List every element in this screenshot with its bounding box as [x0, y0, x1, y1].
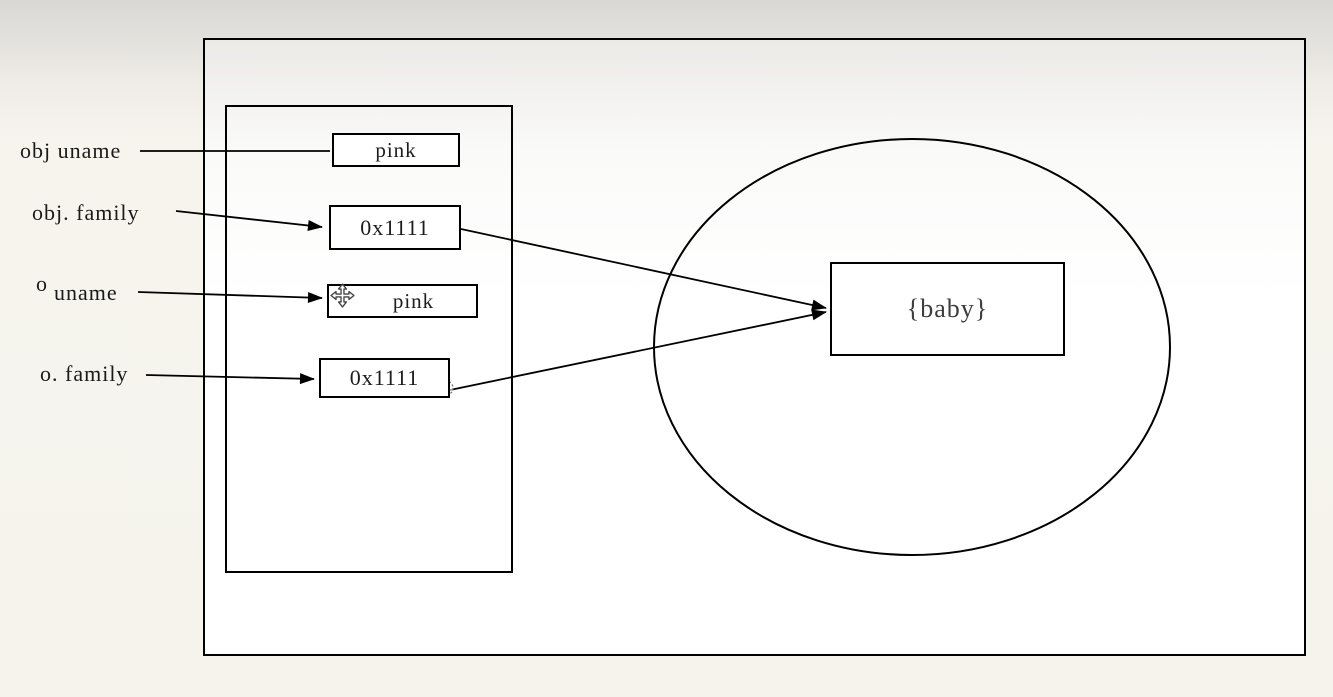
- variable-box-pink-2[interactable]: pink: [327, 284, 478, 318]
- heap-object-box: {baby}: [830, 262, 1065, 356]
- move-icon[interactable]: [330, 283, 355, 308]
- label-o-uname-prefix: o: [36, 271, 48, 296]
- stack-frame: [225, 105, 513, 573]
- variable-box-addr-1: 0x1111: [329, 205, 461, 250]
- label-obj-uname: obj uname: [20, 138, 122, 163]
- label-obj-family: obj. family: [32, 200, 140, 225]
- variable-box-addr-2: 0x1111: [319, 358, 450, 398]
- label-o-family: o. family: [40, 361, 129, 386]
- label-o-uname-text: uname: [54, 280, 118, 305]
- variable-box-pink-1: pink: [332, 133, 460, 167]
